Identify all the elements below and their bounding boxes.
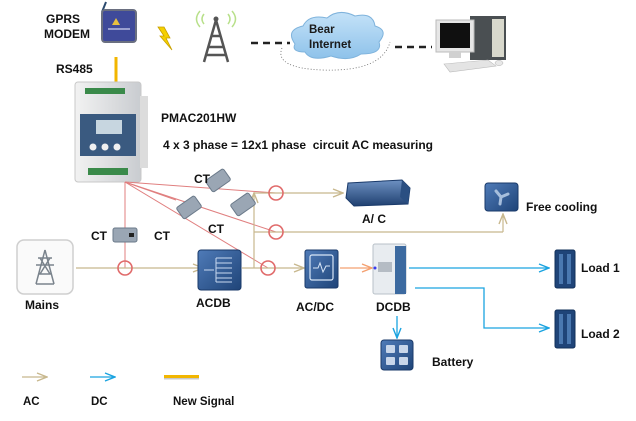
legend-ac-label: AC: [23, 396, 40, 408]
mains-tower-icon: [16, 239, 74, 295]
legend: AC DC New Signal: [22, 375, 234, 408]
ct-label-4: CT: [208, 222, 225, 236]
meter-model-label: PMAC201HW: [161, 111, 237, 125]
rectifier-icon: [304, 249, 339, 289]
load1-label: Load 1: [581, 261, 620, 275]
free-cooling-label: Free cooling: [526, 200, 597, 214]
ct-measure-rings: [117, 185, 284, 276]
dcdb-label: DCDB: [376, 300, 411, 314]
dcdb-to-load2-line: [415, 287, 549, 328]
battery-label: Battery: [432, 355, 474, 369]
modem-icon: [101, 9, 137, 43]
cloud-label-line2: Internet: [309, 39, 351, 51]
ct-sensor-icons: [112, 168, 256, 243]
modem-label-line2: MODEM: [44, 27, 90, 41]
gprs-modem: [101, 1, 137, 43]
acdc-label: AC/DC: [296, 300, 334, 314]
meter-description-label: 4 x 3 phase = 12x1 phase circuit AC meas…: [163, 138, 433, 152]
ct-label-3: CT: [154, 229, 171, 243]
network-dashed-link: [251, 41, 432, 71]
air-conditioner-icon: [345, 179, 411, 207]
ac-unit-label: A/ C: [362, 212, 386, 226]
load2-rack-icon: [554, 309, 576, 349]
wireless-lightning-icon: [157, 26, 173, 51]
ct-ring-ac: [268, 185, 284, 201]
rs485-label: RS485: [56, 62, 93, 76]
load1-rack-icon: [554, 249, 576, 289]
mains-label: Mains: [25, 298, 59, 312]
load2-label: Load 2: [581, 327, 620, 341]
ct-ring-free-cooling: [268, 224, 284, 240]
internet-cloud-icon: [290, 12, 384, 60]
dcdb-cabinet-icon: [372, 243, 407, 295]
free-cooling-fan-icon: [484, 182, 519, 212]
ct-ring-mains: [117, 260, 133, 276]
legend-signal-label: New Signal: [173, 396, 234, 408]
legend-signal-bar-icon: [164, 375, 199, 378]
ct-ring-rectifier: [260, 260, 276, 276]
radio-tower-icon: [195, 10, 237, 63]
cloud-label-line1: Bear: [309, 24, 335, 36]
dc-power-lines: [397, 268, 549, 338]
ac-power-lines: [76, 193, 503, 268]
computer-icon: [435, 16, 506, 73]
battery-icon: [380, 339, 414, 371]
ct-label-2: CT: [91, 229, 108, 243]
modem-label-line1: GPRS: [46, 12, 80, 26]
acdb-icon: [197, 249, 242, 291]
pmac-meter-device: [74, 81, 148, 183]
ct-label-1: CT: [194, 172, 211, 186]
acdb-label: ACDB: [196, 296, 231, 310]
legend-dc-label: DC: [91, 396, 108, 408]
